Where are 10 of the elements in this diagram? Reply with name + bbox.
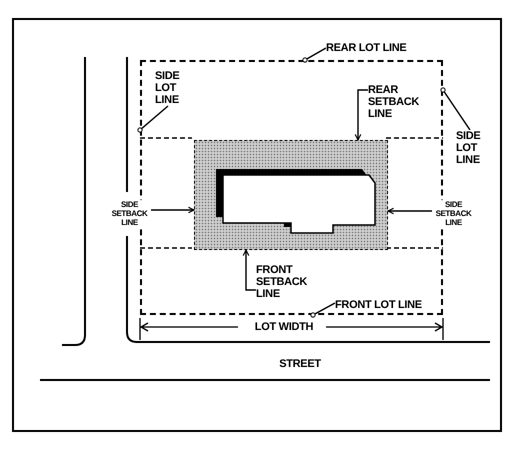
leader-line: [137, 105, 168, 133]
leader-line: [302, 47, 326, 63]
leader-line: [310, 302, 336, 318]
dimension-label: LOT WIDTH: [254, 321, 314, 333]
arrow: [387, 208, 432, 214]
street-label: STREET: [278, 358, 322, 370]
leader-line: [440, 87, 471, 130]
arrow: [354, 89, 368, 141]
arrow: [151, 206, 195, 214]
arrow: [242, 249, 256, 291]
